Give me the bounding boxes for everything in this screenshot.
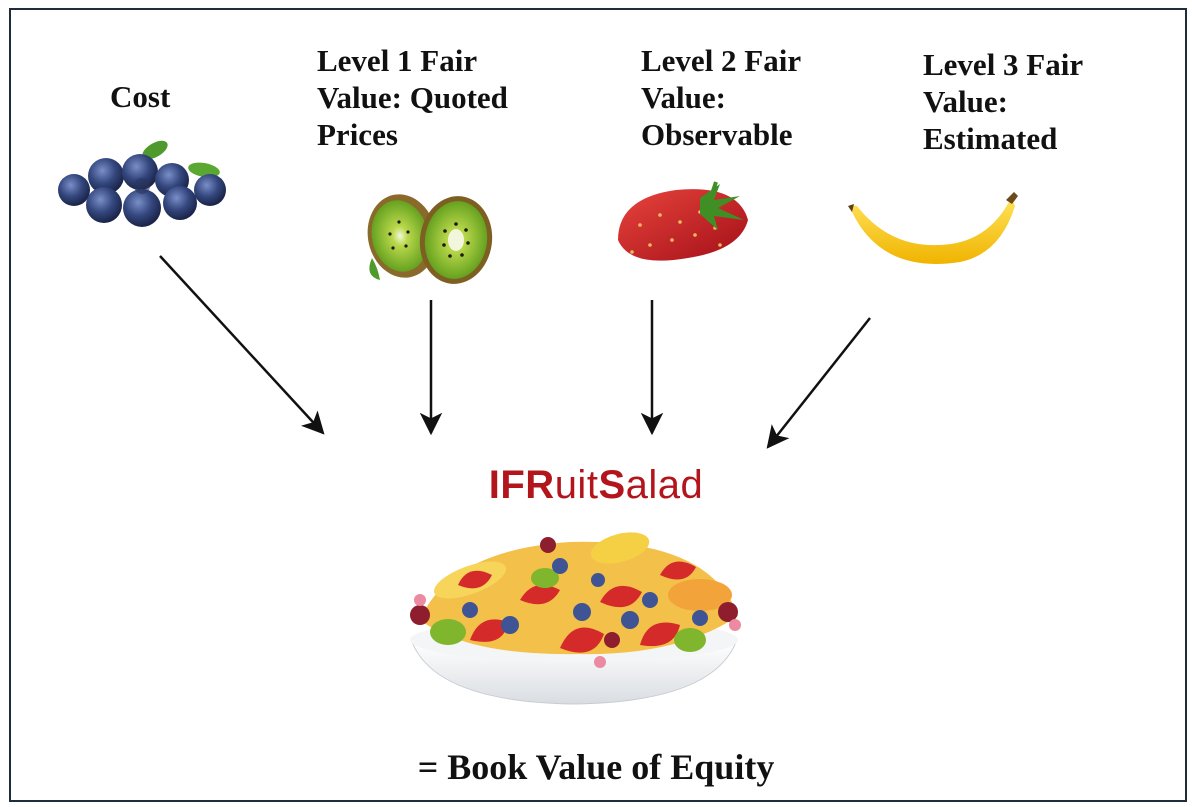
cost-label-line: Cost	[110, 79, 171, 114]
fruit-salad-title: IFRuitSalad	[0, 463, 1192, 508]
level1-label-line: Level 1 Fair	[317, 43, 478, 78]
result-caption: = Book Value of Equity	[417, 747, 775, 787]
fruit-salad-bowl-icon	[410, 532, 741, 705]
level3-label: Level 3 Fair Value: Estimated	[923, 46, 1083, 157]
level2-label-line: Observable	[641, 117, 793, 152]
level1-label: Level 1 Fair Value: Quoted Prices	[317, 42, 508, 153]
cost-label: Cost	[110, 78, 170, 115]
level1-label-line: Prices	[317, 117, 398, 152]
brand-part-alad: alad	[625, 463, 704, 507]
brand-part-s: S	[598, 463, 626, 507]
blueberries-icon	[58, 140, 226, 227]
strawberry-icon	[618, 181, 748, 261]
cost-arrow	[159, 255, 325, 435]
brand-part-uit: uit	[554, 463, 599, 507]
brand-part-ifr: IFR	[488, 463, 555, 507]
level3-label-line: Value:	[923, 84, 1008, 119]
level3-arrow	[766, 317, 871, 449]
level3-label-line: Level 3 Fair	[923, 47, 1084, 82]
level2-label-line: Value:	[641, 80, 726, 115]
level2-label-line: Level 2 Fair	[641, 43, 802, 78]
level1-label-line: Value: Quoted	[317, 80, 508, 115]
kiwi-icon	[367, 194, 493, 284]
banana-icon	[848, 192, 1018, 264]
level3-label-line: Estimated	[923, 121, 1058, 156]
level2-label: Level 2 Fair Value: Observable	[641, 42, 801, 153]
